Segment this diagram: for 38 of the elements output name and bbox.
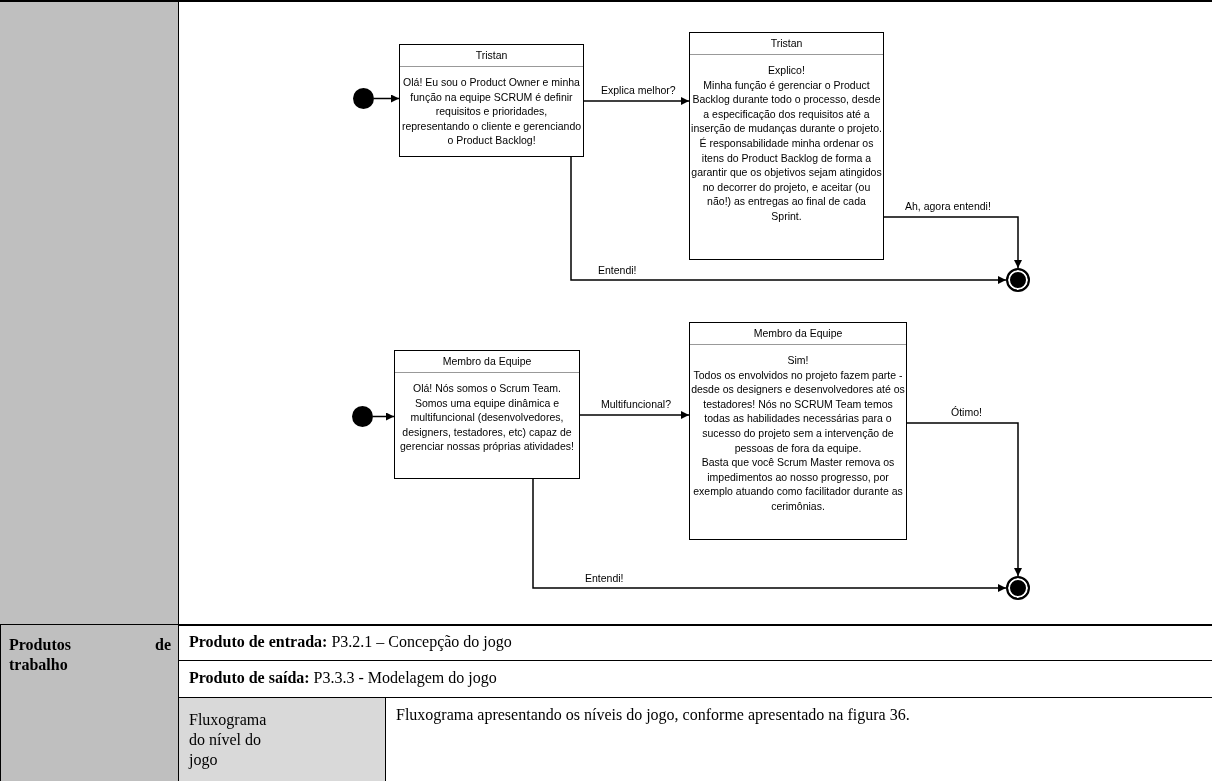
- row-header: Produtos de trabalho: [0, 624, 179, 781]
- table-cell-text: Fluxograma apresentando os níveis do jogo, conforme apresentado na figura 36.: [385, 697, 1212, 781]
- state-text: Olá! Nós somos o Scrum Team. Somos uma equipe dinâmica e multifuncional (desenvolvedores, designers, testadores, etc) capaz de gerenciar nossas próprias atividades!: [399, 381, 575, 454]
- state-box: [689, 322, 907, 540]
- state-text: Basta que você Scrum Master remova os impedimentos ao nosso progresso, por exemplo atuando como facilitador durante as cerimônias.: [692, 455, 904, 514]
- state-box: [399, 44, 584, 157]
- table-cell-text: Produto de entrada: P3.2.1 – Concepção do jogo: [178, 624, 1212, 661]
- initial-state-circle: [353, 88, 374, 109]
- state-text: Explico!: [767, 63, 806, 78]
- arrow: [883, 216, 1022, 269]
- arrow: [373, 94, 400, 103]
- edge-label: Explica melhor?: [600, 84, 677, 96]
- state-text: É responsabilidade minha ordenar os itens do Product Backlog de forma a garantir que os objetivos sejam atingidos no decorrer do projeto, e aceitar (ou não!) as entregas ao final de cada Sprint.: [690, 135, 883, 224]
- state-title: Membro da Equipe: [395, 351, 579, 373]
- state-text: Olá! Eu sou o Product Owner e minha função na equipe SCRUM é definir requisitos e prioridades, representando o cliente e gerenciando o Product Backlog!: [400, 75, 583, 148]
- arrow: [579, 411, 690, 419]
- arrow: [570, 156, 1007, 284]
- initial-state-circle: [352, 406, 373, 427]
- state-box: [689, 32, 884, 260]
- edge-label: Ah, agora entendi!: [904, 200, 992, 212]
- edge-label: Ótimo!: [950, 406, 983, 418]
- final-state-circle: [1006, 268, 1030, 292]
- state-text: Todos os envolvidos no projeto fazem parte - desde os designers e desenvolvedores até os testadores! Nós no SCRUM Team temos todas as habilidades necessárias para o sucesso do projeto sem a intervenção de pessoas de fora da equipe.: [690, 367, 906, 456]
- edge-label: Entendi!: [597, 264, 638, 276]
- state-text: Sim!: [786, 353, 810, 368]
- state-title: Tristan: [400, 45, 583, 67]
- final-state-circle: [1006, 576, 1030, 600]
- arrow: [583, 97, 690, 105]
- state-text: Minha função é gerenciar o Product Backlog durante todo o processo, desde a especificação dos requisitos até a inserção de mudanças durante o projeto.: [690, 77, 883, 136]
- state-title: Membro da Equipe: [690, 323, 906, 345]
- state-box: [394, 350, 580, 479]
- table-cell-text: Fluxograma do nível do jogo: [178, 697, 386, 781]
- arrow: [906, 422, 1022, 577]
- edge-label: Entendi!: [584, 572, 625, 584]
- state-title: Tristan: [690, 33, 883, 55]
- edge-label: Multifuncional?: [600, 398, 673, 410]
- arrow: [532, 478, 1007, 592]
- arrow: [372, 412, 395, 421]
